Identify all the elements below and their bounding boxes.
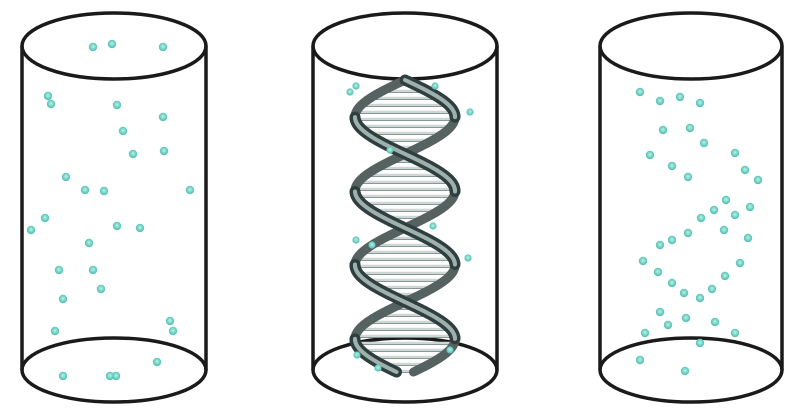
particle [352, 82, 359, 89]
particle [431, 82, 438, 89]
particle [668, 279, 676, 287]
particle [169, 327, 177, 335]
particle [639, 257, 647, 265]
particle [697, 214, 705, 222]
particle [641, 329, 649, 337]
particle [59, 295, 67, 303]
particle [160, 147, 168, 155]
particle [119, 127, 127, 135]
particle [686, 124, 694, 132]
particle [85, 239, 93, 247]
particle [113, 101, 121, 109]
particle [736, 259, 744, 267]
cylinder-right [600, 13, 782, 402]
particle [106, 372, 114, 380]
particle [153, 358, 161, 366]
particle [656, 241, 664, 249]
particle [352, 236, 359, 243]
particle [741, 166, 749, 174]
particle [97, 285, 105, 293]
particle [681, 367, 689, 375]
particle [159, 43, 167, 51]
particle [659, 126, 667, 134]
particle [656, 308, 664, 316]
particle [446, 346, 453, 353]
particle [129, 150, 137, 158]
particle [676, 93, 684, 101]
particle [722, 196, 730, 204]
particle [464, 254, 471, 261]
particle [654, 268, 662, 276]
particle [711, 318, 719, 326]
cylinder-left [22, 13, 206, 402]
particle [668, 236, 676, 244]
particle [108, 40, 116, 48]
particle [636, 88, 644, 96]
particle [710, 206, 718, 214]
particle [44, 92, 52, 100]
particles-left [27, 40, 194, 380]
particle [386, 146, 393, 153]
particle [731, 329, 739, 337]
helix-strand-back [413, 371, 416, 372]
particle [682, 314, 690, 322]
particle [696, 294, 704, 302]
helix-strand-highlight [394, 371, 397, 372]
particle [721, 272, 729, 280]
particle [731, 211, 739, 219]
particle [59, 372, 67, 380]
particle [41, 214, 49, 222]
particle [368, 241, 375, 248]
particle [186, 186, 194, 194]
particle [636, 356, 644, 364]
particle [754, 176, 762, 184]
particle [100, 187, 108, 195]
particle [744, 234, 752, 242]
particle [720, 226, 728, 234]
particle [684, 229, 692, 237]
particle [668, 162, 676, 170]
particle [664, 321, 672, 329]
particle [51, 327, 59, 335]
particle [27, 226, 35, 234]
particle [62, 173, 70, 181]
particle [696, 99, 704, 107]
particle [656, 97, 664, 105]
cylinder-middle [313, 13, 497, 402]
particle [55, 266, 63, 274]
particle [466, 108, 473, 115]
particle [136, 224, 144, 232]
particle [113, 222, 121, 230]
particle [159, 113, 167, 121]
particle [684, 173, 692, 181]
particle [646, 151, 654, 159]
particle [81, 186, 89, 194]
particle [47, 100, 55, 108]
particle [746, 203, 754, 211]
particle [89, 43, 97, 51]
particle [708, 285, 716, 293]
particle [346, 88, 353, 95]
particle [429, 222, 436, 229]
particle [166, 317, 174, 325]
particle [353, 351, 360, 358]
particle [680, 289, 688, 297]
particle [696, 339, 704, 347]
particle [700, 139, 708, 147]
particle [89, 266, 97, 274]
dna-double-helix-icon [346, 80, 473, 373]
particle [374, 364, 381, 371]
particles-right [636, 88, 762, 375]
particle [731, 149, 739, 157]
